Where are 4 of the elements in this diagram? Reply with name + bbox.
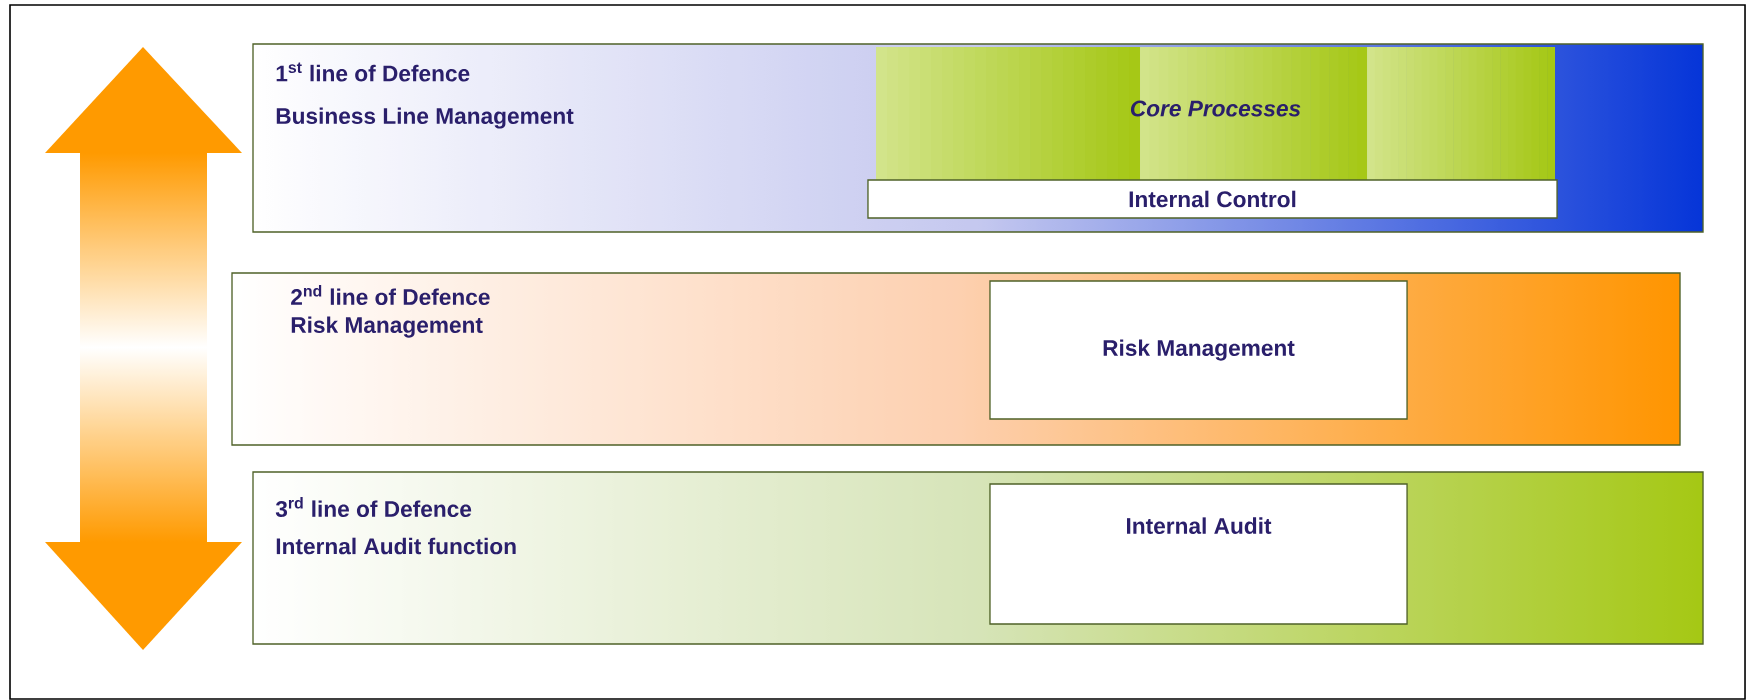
label-box: Risk Management <box>989 280 1408 420</box>
label-box: Internal Control <box>867 179 1558 219</box>
process-label: Core Processes <box>1130 100 1301 117</box>
label-box: Internal Audit <box>989 483 1408 625</box>
